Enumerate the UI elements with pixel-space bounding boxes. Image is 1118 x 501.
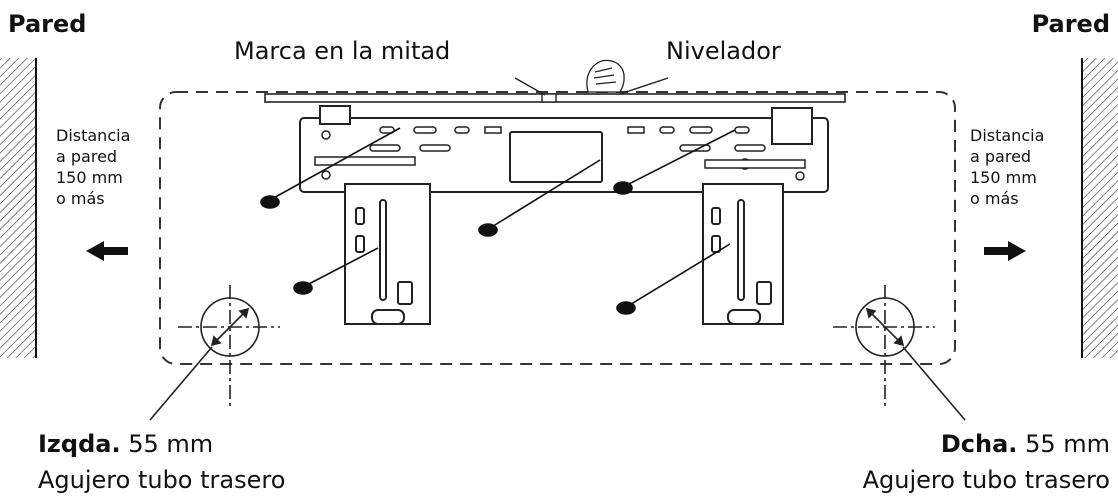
right-distance-line3: 150 mm <box>970 168 1037 187</box>
right-hole-size: 55 mm <box>1025 430 1110 458</box>
right-distance-label: Distancia a pared 150 mm o más <box>970 125 1044 209</box>
left-distance-label: Distancia a pared 150 mm o más <box>56 125 130 209</box>
right-pipe-hole <box>833 285 966 421</box>
leveler-bubble <box>541 93 557 103</box>
right-distance-line1: Distancia <box>970 126 1045 145</box>
left-hole-size: 55 mm <box>128 430 214 458</box>
right-hole-size-label: Dcha. 55 mm <box>941 430 1110 458</box>
arrow-right-icon <box>984 241 1026 261</box>
left-hole-side: Izqda. <box>38 430 121 458</box>
plate-slots <box>314 126 806 181</box>
left-bracket <box>344 183 431 325</box>
right-hole-description: Agujero tubo trasero <box>862 466 1110 494</box>
right-distance-line4: o más <box>970 189 1019 208</box>
left-hole-size-label: Izqda. 55 mm <box>38 430 213 458</box>
hand-icon <box>586 59 625 93</box>
mounting-plate <box>299 105 829 193</box>
unit-outline <box>159 91 956 365</box>
arrow-left-icon <box>86 241 128 261</box>
left-wall-title: Pared <box>8 10 87 38</box>
right-wall-title: Pared <box>1031 10 1110 38</box>
left-distance-line3: 150 mm <box>56 168 123 187</box>
right-hole-side: Dcha. <box>940 430 1018 458</box>
left-wall <box>0 58 36 358</box>
right-bracket <box>702 183 784 325</box>
leveler-leader <box>619 77 669 95</box>
right-distance-line2: a pared <box>970 147 1032 166</box>
right-wall <box>1082 58 1118 358</box>
left-hole-description: Agujero tubo trasero <box>38 466 286 494</box>
left-distance-line1: Distancia <box>56 126 131 145</box>
middle-mark-label: Marca en la mitad <box>234 37 451 65</box>
leveler-label: Nivelador <box>666 37 781 65</box>
left-pipe-hole <box>149 285 280 421</box>
middle-mark-leader <box>514 77 546 96</box>
left-distance-line4: o más <box>56 189 105 208</box>
screw-icon <box>260 127 736 315</box>
left-distance-line2: a pared <box>56 147 118 166</box>
